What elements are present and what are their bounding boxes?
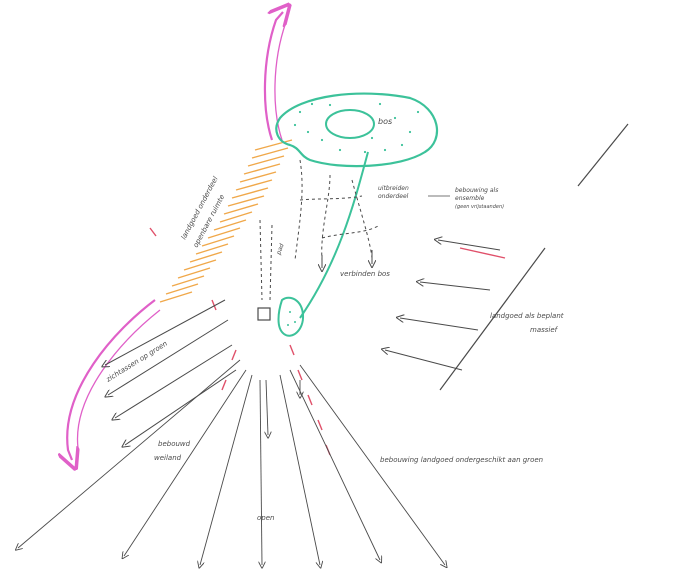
label-landgoed-beplant-1: landgoed als beplant [490,312,564,320]
label-uitbreiden-1: uitbreiden [378,185,409,192]
orange-hatch-edge [160,140,292,302]
label-bebouwing-ensemble-3: (geen vrijstaanden) [455,204,504,210]
label-bebouwing-ensemble-1: bebouwing als [455,187,498,194]
label-bebouwing-ondergeschikt: bebouwing landgoed ondergeschikt aan gro… [380,456,543,464]
label-bebouwing-ensemble-2: ensemble [455,195,485,202]
small-bos-shape [279,298,304,336]
label-pad: pad [275,242,286,256]
label-uitbreiden-2: onderdeel [378,193,409,200]
dashed-paths [260,160,380,300]
top-right-line [578,124,628,186]
building-square [258,308,270,320]
label-bebouwd-weiland-2: weiland [154,454,182,462]
right-arrows [385,240,500,370]
label-verbinden-bos: verbinden bos [340,270,390,278]
label-bos: bos [378,117,392,126]
label-bebouwd-weiland-1: bebouwd [158,440,191,448]
bos-inner-ring [326,110,374,138]
label-open: open [257,514,274,522]
label-landgoed-beplant-2: massief [530,326,559,334]
pink-arrow-north [265,12,283,140]
bos-shape [276,94,437,167]
red-dashes [150,228,505,455]
